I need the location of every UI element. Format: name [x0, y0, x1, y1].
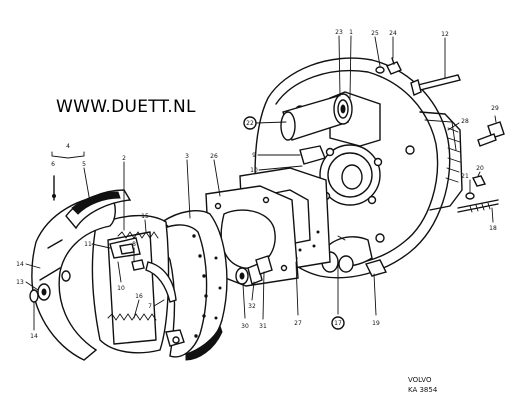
long-bolt	[410, 74, 461, 96]
backing-plate-hatch	[445, 127, 461, 183]
callout-23: 23	[335, 29, 343, 36]
callout-1: 1	[349, 29, 353, 36]
callout-10-right: 10	[250, 167, 258, 174]
callout-31: 31	[259, 323, 267, 330]
callout-13: 13	[16, 279, 24, 286]
callout-24: 24	[389, 30, 397, 37]
stud-18	[457, 199, 499, 213]
callout-2: 2	[122, 155, 126, 162]
bolt-29	[477, 121, 505, 147]
callout-21: 21	[461, 173, 469, 180]
watermark-url: WWW.DUETT.NL	[56, 97, 196, 117]
washer-25	[375, 66, 385, 74]
callout-7: 7	[148, 303, 152, 310]
brand-maker: VOLVO	[408, 376, 432, 384]
callout-11: 11	[84, 241, 92, 248]
callout-16: 16	[135, 293, 143, 300]
callout-28: 28	[461, 118, 469, 125]
callout-12: 12	[441, 31, 449, 38]
shoe-web-assembly	[91, 214, 185, 354]
callout-20: 20	[476, 165, 484, 172]
callout-29: 29	[491, 105, 499, 112]
callout-17-circled: 17	[331, 316, 345, 330]
callout-22-circled: 22	[243, 116, 257, 130]
dust-shield	[31, 189, 132, 361]
svg-text:17: 17	[334, 320, 342, 327]
callout-6: 6	[51, 161, 55, 168]
callout-5: 5	[82, 161, 86, 168]
callout-14-lower: 14	[30, 333, 38, 340]
callout-18: 18	[489, 225, 497, 232]
callout-labels: 23 1 25 24 12 22 28 29 9 10 26 3 2 4 6 5…	[16, 29, 499, 340]
callout-32: 32	[248, 303, 256, 310]
small-bolt-24	[386, 57, 402, 75]
callout-4: 4	[66, 143, 70, 150]
bush-31	[255, 255, 273, 275]
callout-26: 26	[210, 153, 218, 160]
nut-20	[471, 175, 487, 187]
callout-9: 9	[252, 152, 256, 159]
callout-30: 30	[241, 323, 249, 330]
bush-30	[235, 267, 249, 285]
callout-8: 8	[132, 241, 136, 248]
group-bracket-4	[51, 151, 85, 159]
callout-25: 25	[371, 30, 379, 37]
callout-10-left: 10	[117, 285, 125, 292]
brand-ref: KA 3854	[408, 386, 438, 394]
washer-21	[465, 192, 475, 200]
svg-text:22: 22	[246, 120, 254, 127]
callout-19: 19	[372, 320, 380, 327]
washer-13	[37, 283, 51, 301]
leader-lines	[25, 35, 497, 331]
callout-27: 27	[294, 320, 302, 327]
callout-3: 3	[185, 153, 189, 160]
washer-14	[29, 270, 71, 303]
pin-6-head	[52, 194, 56, 198]
callout-14-upper: 14	[16, 261, 24, 268]
brake-shoe-3	[148, 210, 228, 361]
callout-15: 15	[141, 213, 149, 220]
